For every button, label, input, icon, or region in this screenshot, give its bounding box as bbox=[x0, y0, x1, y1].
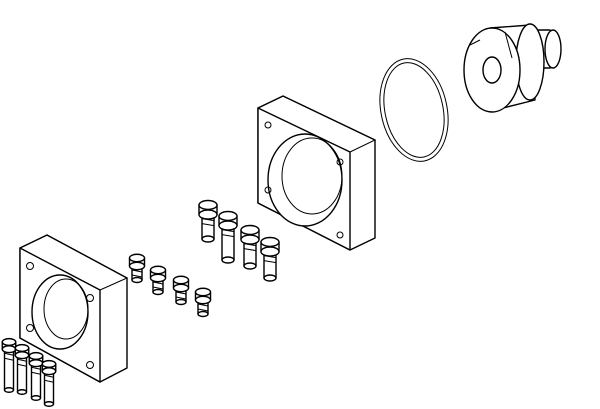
screw bbox=[149, 265, 167, 296]
screw bbox=[240, 224, 260, 270]
screw bbox=[1, 337, 17, 393]
screw bbox=[128, 253, 146, 284]
flange-plate bbox=[19, 234, 129, 383]
screw bbox=[260, 236, 280, 282]
o-ring bbox=[379, 58, 449, 162]
screw bbox=[41, 359, 57, 407]
screw bbox=[172, 275, 190, 306]
screw-group bbox=[1, 199, 280, 407]
adapter-plate bbox=[257, 95, 377, 251]
screw bbox=[28, 351, 44, 401]
screw bbox=[198, 199, 218, 243]
screw bbox=[14, 343, 30, 395]
coupling bbox=[463, 23, 562, 113]
screw bbox=[218, 210, 238, 264]
screw bbox=[194, 287, 212, 318]
